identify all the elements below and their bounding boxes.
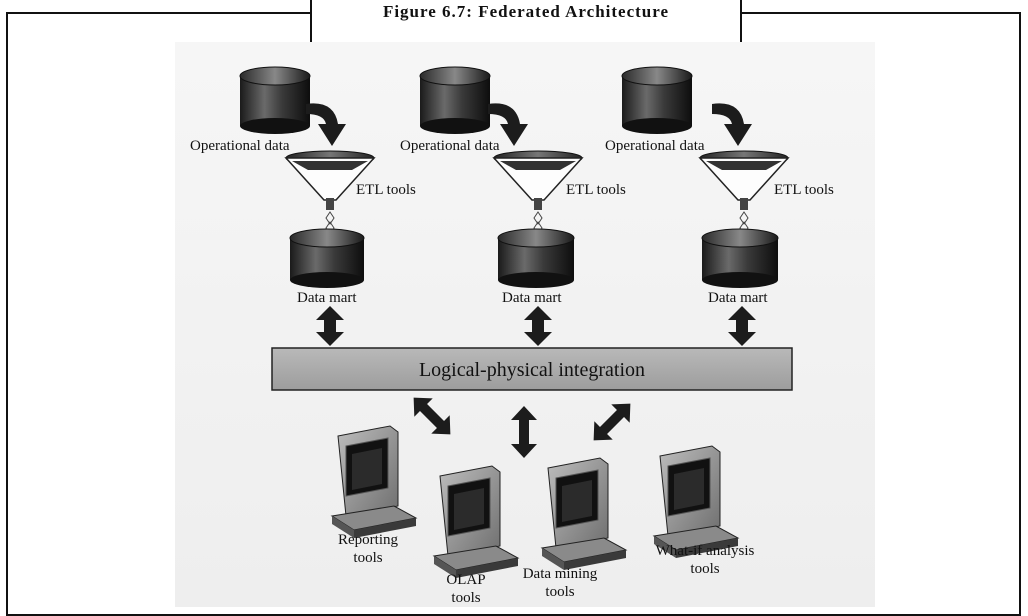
etl-funnel-icon	[698, 150, 790, 235]
operational-database-icon	[239, 66, 311, 134]
olap-tools-label-1: OLAP	[446, 572, 485, 588]
what-if-analysis-tools-label-1: What-if analysis	[656, 543, 755, 559]
data-mart-label: Data mart	[297, 290, 357, 306]
data-mining-tools-label-2: tools	[545, 584, 574, 600]
what-if-analysis-tools-computer	[652, 445, 740, 558]
column-2: Operational data ETL tools Data mart	[400, 66, 626, 346]
reporting-tools-label-2: tools	[353, 550, 382, 566]
operational-database-icon	[621, 66, 693, 134]
data-mart-icon	[289, 228, 365, 288]
figure-caption: Figure 6.7: Federated Architecture	[382, 2, 670, 21]
curved-arrow-icon	[306, 103, 346, 146]
data-mining-tools-computer	[540, 457, 628, 570]
data-mart-icon	[701, 228, 779, 288]
operational-data-label: Operational data	[400, 138, 500, 154]
etl-tools-label: ETL tools	[774, 182, 834, 198]
double-arrow-icon	[728, 306, 756, 346]
data-mart-label: Data mart	[502, 290, 562, 306]
caption-box: Figure 6.7: Federated Architecture	[310, 0, 742, 48]
etl-tools-label: ETL tools	[356, 182, 416, 198]
olap-tools-computer	[432, 465, 520, 578]
column-3: Operational data ETL tools Data mart	[605, 66, 834, 346]
data-mart-icon	[497, 228, 575, 288]
operational-data-label: Operational data	[190, 138, 290, 154]
operational-database-icon	[419, 66, 491, 134]
diagram-background	[175, 42, 875, 607]
what-if-analysis-tools-label-2: tools	[690, 561, 719, 577]
integration-layer: Logical-physical integration	[271, 347, 793, 391]
curved-arrow-icon	[488, 103, 528, 146]
reporting-tools-label-1: Reporting	[338, 532, 398, 548]
curved-arrow-icon	[712, 103, 752, 146]
double-arrow-icon	[511, 406, 537, 458]
integration-label: Logical-physical integration	[419, 359, 645, 381]
etl-funnel-icon	[284, 150, 376, 235]
reporting-tools-computer	[330, 425, 418, 538]
double-arrow-icon	[316, 306, 344, 346]
operational-data-label: Operational data	[605, 138, 705, 154]
etl-funnel-icon	[492, 150, 584, 235]
data-mining-tools-label-1: Data mining	[523, 566, 598, 582]
etl-tools-label: ETL tools	[566, 182, 626, 198]
double-arrow-icon	[413, 397, 451, 435]
olap-tools-label-2: tools	[451, 590, 480, 606]
double-arrow-icon	[593, 403, 631, 441]
double-arrow-icon	[524, 306, 552, 346]
data-mart-label: Data mart	[708, 290, 768, 306]
column-1: Operational data ETL tools Data mart	[190, 66, 416, 346]
